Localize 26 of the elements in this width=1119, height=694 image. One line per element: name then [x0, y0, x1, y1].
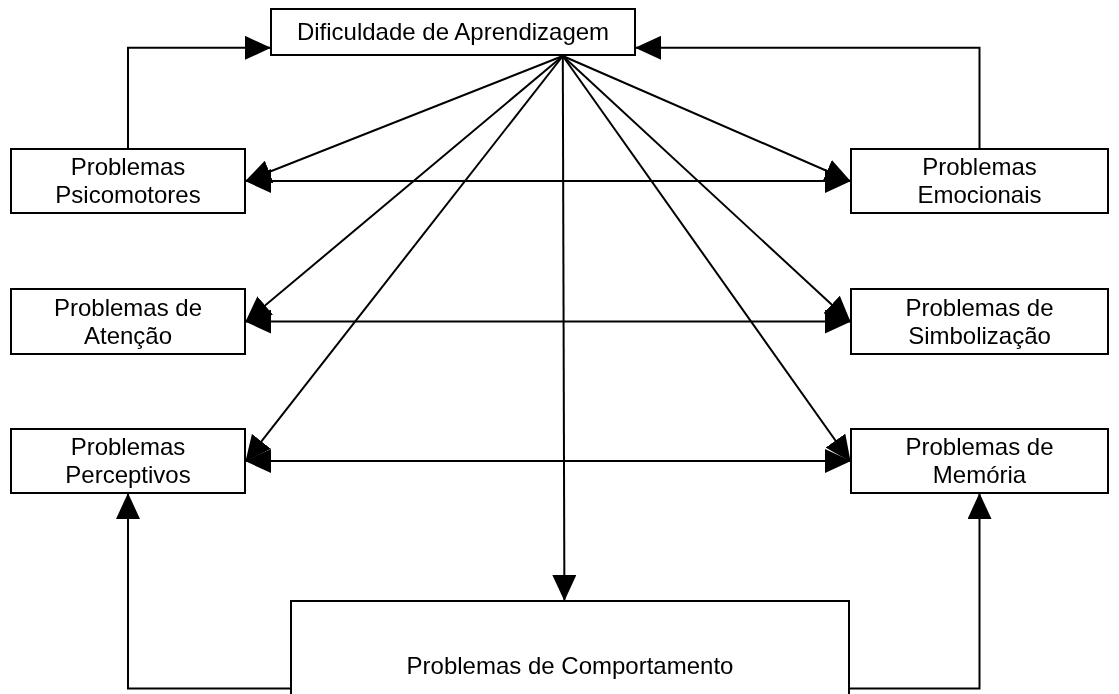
arrow [552, 55, 577, 601]
box-label: Problemas Perceptivos [64, 433, 192, 489]
process-box [850, 148, 1109, 214]
box-label: Problemas de Simbolização [904, 293, 1055, 350]
process-box [850, 428, 1109, 494]
arrow [849, 493, 992, 690]
arrow [245, 309, 851, 334]
process-box [10, 428, 246, 494]
box-label: Problemas de Memória [904, 433, 1055, 489]
arrow [127, 35, 271, 149]
arrow [635, 35, 981, 149]
box-label: Problemas Emocionais [916, 153, 1043, 209]
process-box [10, 148, 246, 214]
arrow [245, 169, 851, 193]
process-box [270, 8, 636, 56]
arrow [245, 55, 564, 462]
box-label: Problemas Psicomotores [54, 153, 202, 209]
arrow [561, 55, 851, 462]
box-label: Problemas de Atenção [52, 293, 204, 350]
process-box [290, 600, 850, 694]
process-box [850, 288, 1109, 355]
arrow [245, 449, 851, 473]
box-label: Dificuldade de Aprendizagem [295, 18, 611, 46]
process-box [10, 288, 246, 355]
arrow [116, 493, 291, 690]
box-label: Problemas de Comportamento [405, 652, 735, 680]
